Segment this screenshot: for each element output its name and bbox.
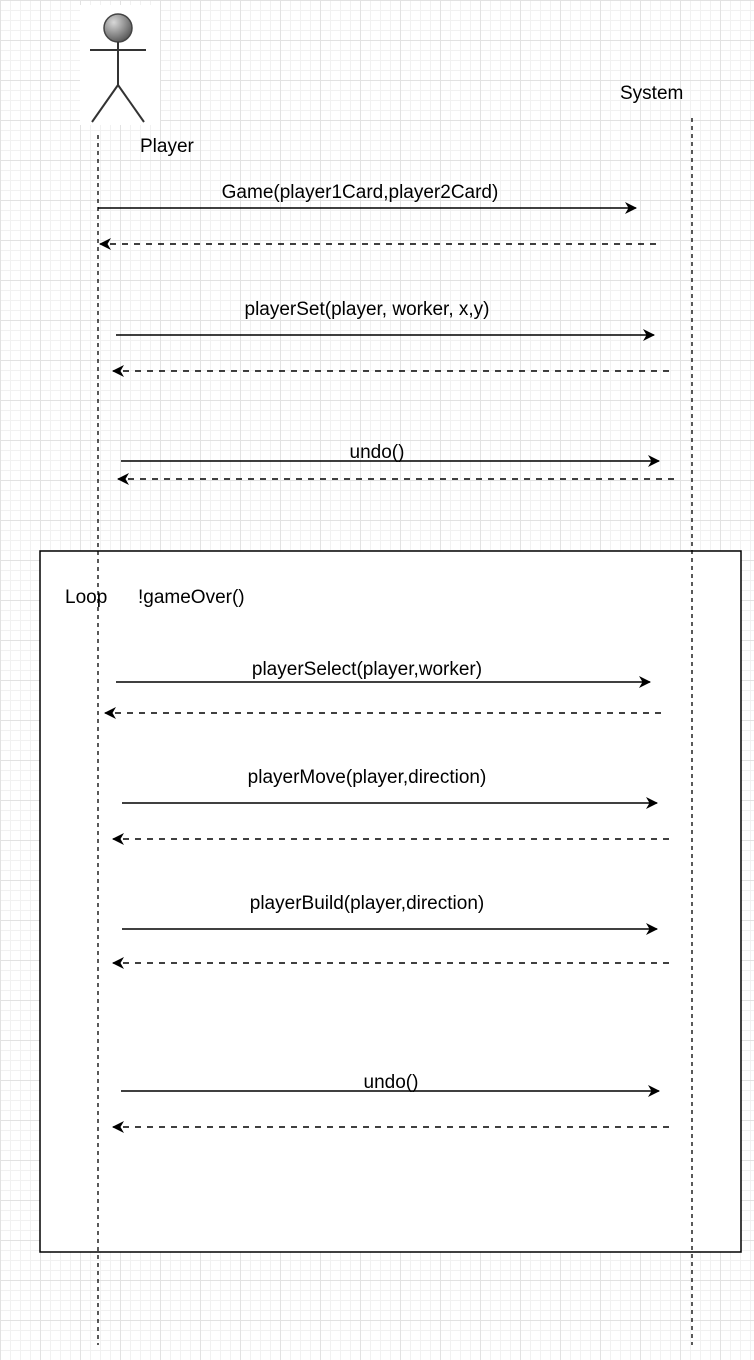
loop-keyword: Loop xyxy=(65,587,107,608)
message-label: playerSet(player, worker, x,y) xyxy=(245,299,490,320)
loop-guard: !gameOver() xyxy=(138,587,245,608)
message-player-build[interactable]: playerBuild(player,direction) xyxy=(122,893,658,935)
system-actor-label: System xyxy=(620,83,683,104)
message-undo-1[interactable]: undo() xyxy=(121,442,660,467)
message-game[interactable]: Game(player1Card,player2Card) xyxy=(98,182,637,214)
system-actor[interactable]: System xyxy=(620,83,683,104)
player-actor[interactable]: Player xyxy=(80,5,195,157)
stick-figure-icon xyxy=(90,13,146,123)
message-player-set[interactable]: playerSet(player, worker, x,y) xyxy=(116,299,655,341)
message-player-move[interactable]: playerMove(player,direction) xyxy=(122,767,658,809)
message-label: undo() xyxy=(364,1072,419,1093)
message-player-select[interactable]: playerSelect(player,worker) xyxy=(116,659,651,688)
message-label: playerMove(player,direction) xyxy=(248,767,487,788)
message-label: playerSelect(player,worker) xyxy=(252,659,482,680)
player-actor-label: Player xyxy=(140,136,195,157)
message-label: Game(player1Card,player2Card) xyxy=(222,182,499,203)
loop-fragment[interactable]: Loop !gameOver() xyxy=(39,550,742,1253)
loop-frame xyxy=(39,550,742,1253)
message-label: playerBuild(player,direction) xyxy=(250,893,484,914)
message-label: undo() xyxy=(350,442,405,463)
message-undo-2[interactable]: undo() xyxy=(121,1072,660,1097)
